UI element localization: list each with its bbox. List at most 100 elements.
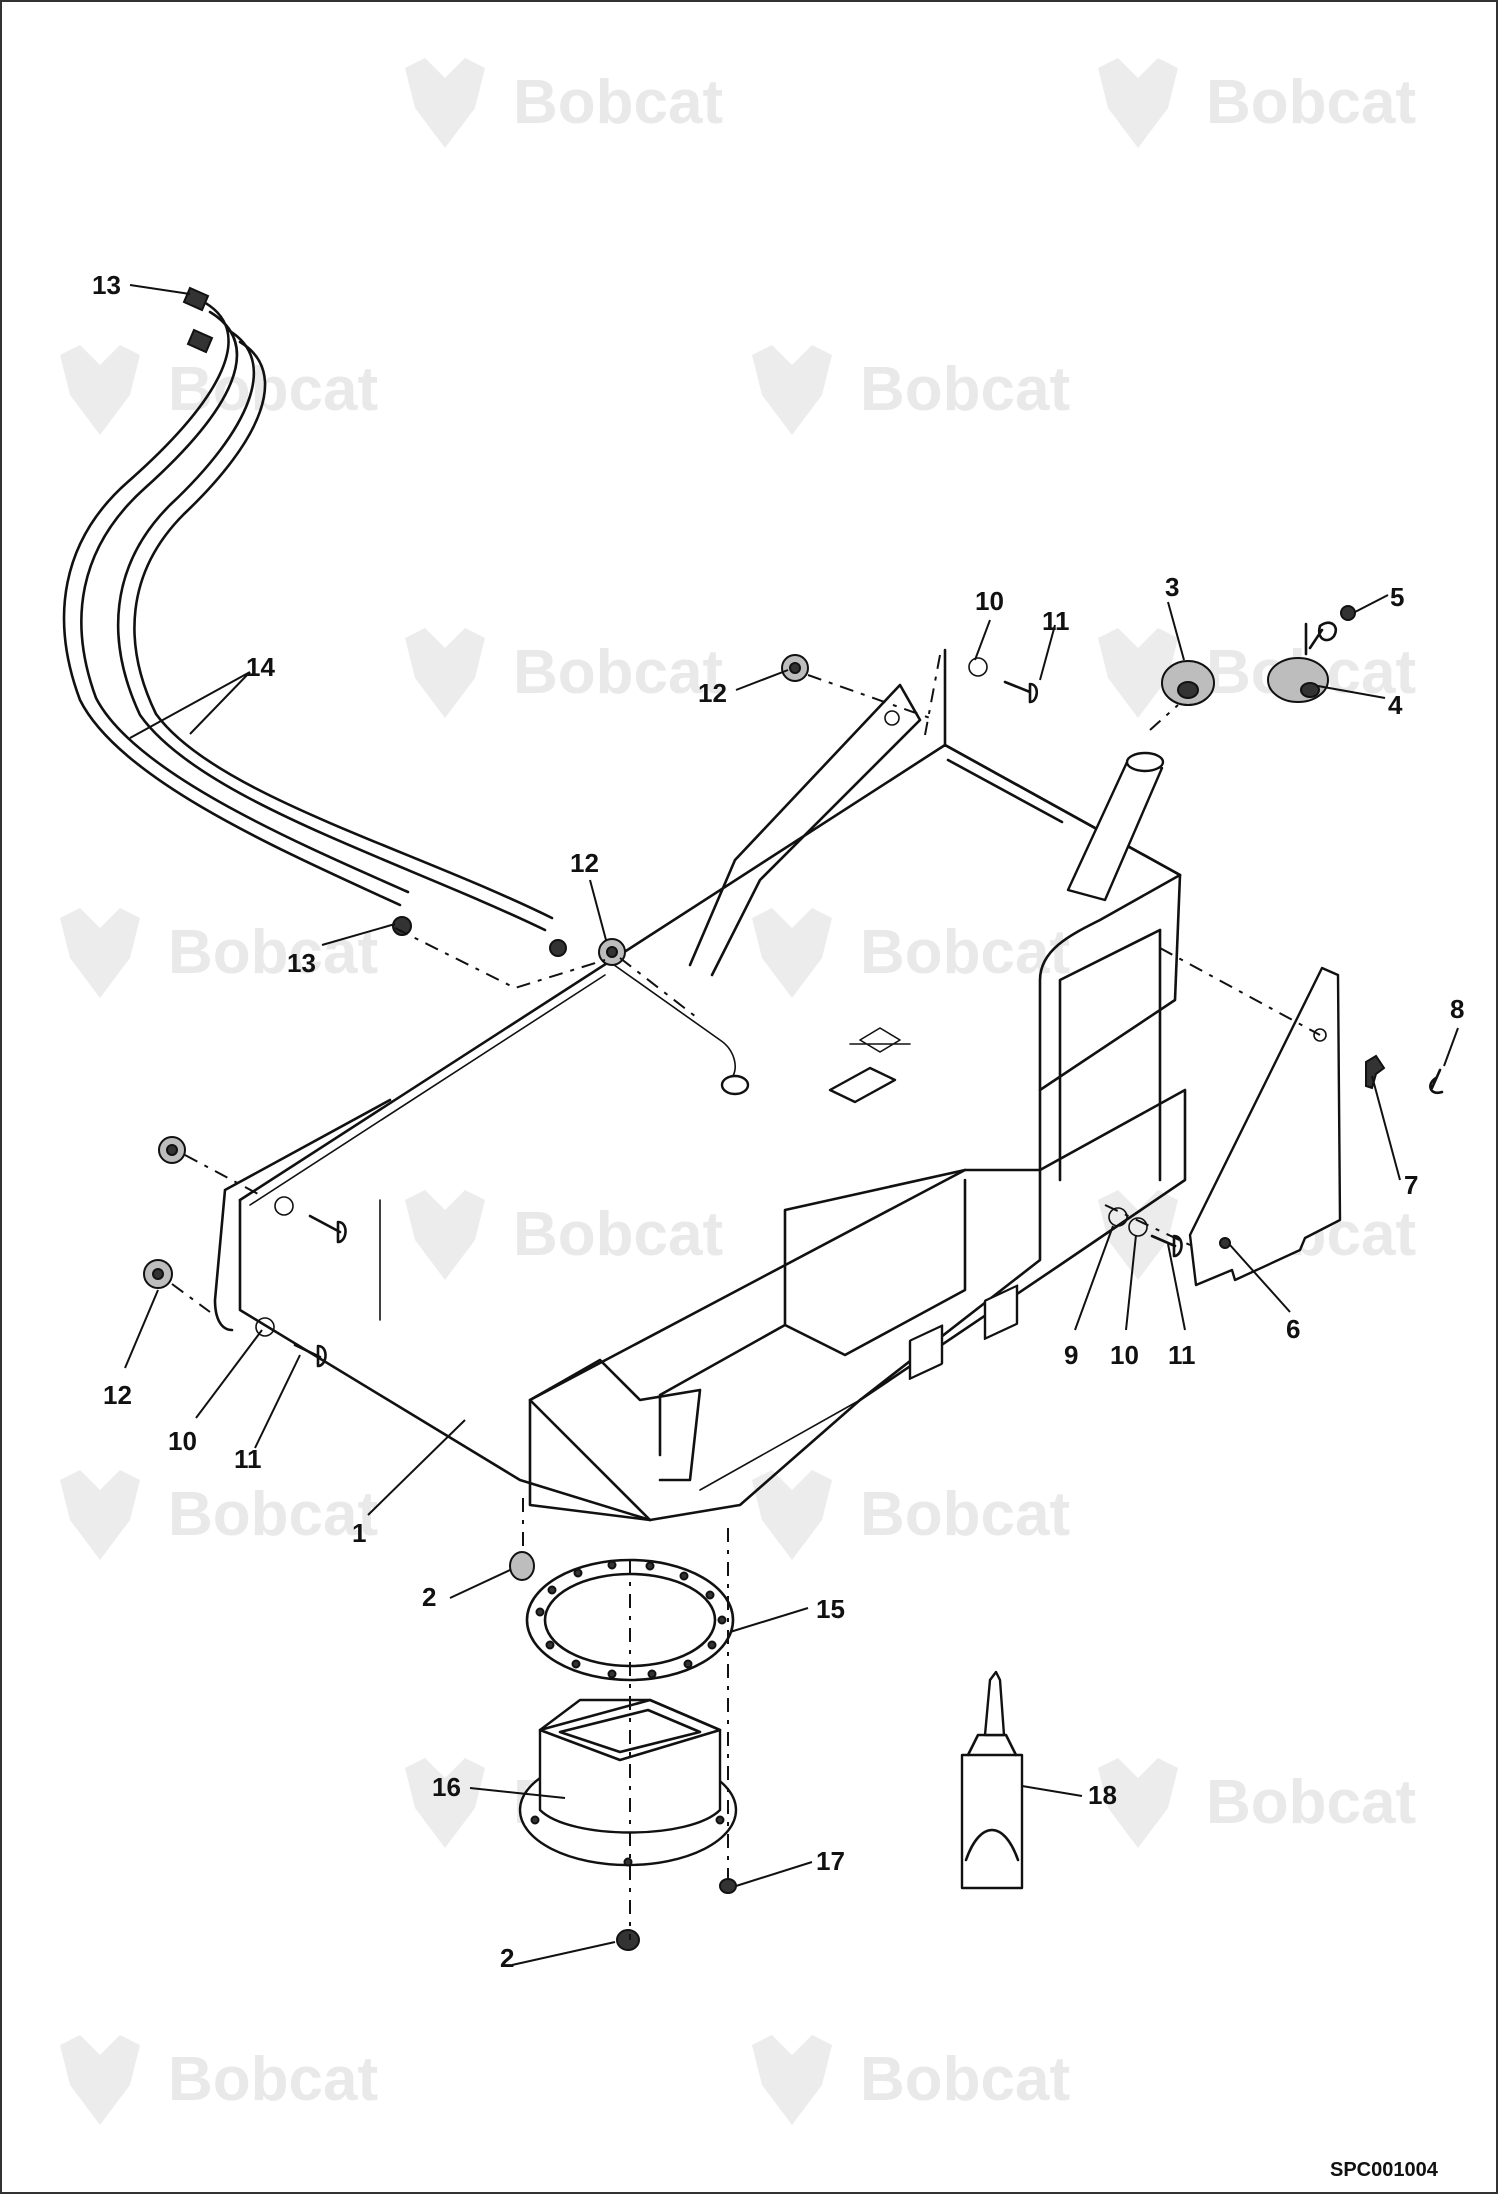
watermark: Bobcat	[60, 345, 378, 435]
watermark: Bobcat	[405, 1190, 723, 1280]
callout-12: 12	[570, 848, 599, 878]
callout-6: 6	[1286, 1314, 1300, 1344]
watermark-text: Bobcat	[168, 355, 378, 424]
sender-bolt	[530, 1815, 540, 1825]
bobcat-logo-icon	[1098, 1758, 1178, 1848]
bobcat-logo-icon	[752, 1470, 832, 1560]
watermark-text: Bobcat	[860, 1480, 1070, 1549]
callout-13: 13	[287, 948, 316, 978]
callout-3: 3	[1165, 572, 1179, 602]
watermark-text: Bobcat	[1206, 68, 1416, 137]
assembly-lines	[171, 654, 1321, 1940]
tank-bead-seam	[249, 974, 861, 1491]
filler-neck-opening	[1125, 751, 1165, 773]
bobcat-logo-icon	[60, 2035, 140, 2125]
tank-step-inner	[658, 1168, 967, 1457]
bobcat-logo-icon	[752, 2035, 832, 2125]
screw-icon	[719, 1878, 737, 1894]
tank-fuel-symbol-icon	[849, 1027, 911, 1053]
watermark-text: Bobcat	[168, 2045, 378, 2114]
drain-plugs	[509, 1551, 737, 1951]
callout-labels: 13 13 14 12 12 10 11 3 4 5 7 8 6 9 10 11…	[92, 270, 1464, 1973]
hose-clamp	[392, 916, 412, 936]
tank-inner-box	[1058, 928, 1162, 1182]
watermark-text: Bobcat	[860, 2045, 1070, 2114]
bobcat-logo-icon	[60, 908, 140, 998]
tank-window	[983, 1284, 1019, 1341]
watermark: Bobcat	[60, 1470, 378, 1560]
fuel-hose-outer	[62, 298, 402, 907]
filler-neck	[1066, 758, 1164, 902]
sealant-tube-label	[964, 1828, 1020, 1862]
watermark-text: Bobcat	[513, 1200, 723, 1269]
hose-end-fitting	[182, 286, 210, 312]
callout-18: 18	[1088, 1780, 1117, 1810]
watermark-text: Bobcat	[860, 355, 1070, 424]
fuel-hose-inner	[116, 328, 547, 932]
bobcat-logo-icon	[60, 1470, 140, 1560]
callout-12: 12	[103, 1380, 132, 1410]
nut-hole	[166, 1144, 178, 1156]
sender-bolt	[623, 1857, 633, 1867]
mounting-bracket-left	[213, 1098, 392, 1332]
bolt-icon	[308, 1214, 347, 1244]
callout-10: 10	[1110, 1340, 1139, 1370]
fuel-caps	[1161, 605, 1356, 706]
sealant-tube-shoulder	[966, 1733, 1018, 1757]
callout-9: 9	[1064, 1340, 1078, 1370]
bobcat-logo-icon	[405, 58, 485, 148]
cap-key-icon	[1304, 621, 1338, 656]
callout-11: 11	[1042, 606, 1070, 636]
bobcat-logo-icon	[1098, 1190, 1178, 1280]
callout-8: 8	[1450, 994, 1464, 1024]
spring-clip-icon	[1365, 1054, 1386, 1090]
callout-10: 10	[168, 1426, 197, 1456]
bolt-icon	[1003, 680, 1039, 704]
watermark-text: Bobcat	[513, 68, 723, 137]
mounting-bracket-top	[688, 683, 922, 977]
bobcat-logo-icon	[1098, 58, 1178, 148]
cap-key-ring	[1340, 605, 1356, 621]
bobcat-logo-icon	[405, 628, 485, 718]
washer-icon	[1108, 1207, 1128, 1227]
callout-7: 7	[1404, 1170, 1418, 1200]
sealant-tube-body	[960, 1753, 1024, 1890]
watermark: Bobcat	[752, 1470, 1070, 1560]
hardware	[143, 654, 1444, 1368]
fuel-hose-outer-2	[80, 310, 410, 894]
watermark-text: Bobcat	[168, 918, 378, 987]
fuel-cap-center	[1177, 681, 1199, 699]
cover-plate	[1188, 966, 1342, 1287]
sender-assembly	[518, 1558, 738, 1867]
washer-icon	[255, 1317, 275, 1337]
watermark: Bobcat	[1098, 628, 1416, 718]
retaining-pin-icon	[1429, 1068, 1444, 1095]
watermark-text: Bobcat	[513, 638, 723, 707]
locking-cap-center	[1300, 682, 1320, 698]
watermark: Bobcat	[405, 58, 723, 148]
watermark-text: Bobcat	[1206, 1768, 1416, 1837]
watermark: Bobcat	[60, 2035, 378, 2125]
sealant-tube	[960, 1670, 1024, 1890]
tank-left-side	[238, 1198, 652, 1522]
nut-hole	[789, 662, 801, 674]
cover-plate-panel	[1188, 966, 1342, 1287]
nut-hole	[152, 1268, 164, 1280]
locking-fuel-cap-icon	[1267, 657, 1329, 703]
tank-fuel-line	[599, 954, 736, 1081]
callout-leaders	[124, 284, 1459, 1966]
tank-top-outline	[238, 743, 1187, 1522]
sender-bolt	[715, 1815, 725, 1825]
cover-plate-hole	[1313, 1028, 1327, 1042]
tank-window	[908, 1324, 944, 1380]
callout-16: 16	[432, 1772, 461, 1802]
watermark: Bobcat	[1098, 58, 1416, 148]
tank-front-step	[528, 1168, 1042, 1522]
callout-2: 2	[422, 1582, 436, 1612]
tank-rear-end	[943, 743, 1182, 877]
fuel-hose-inner-2	[133, 340, 554, 920]
callout-4: 4	[1388, 690, 1403, 720]
callout-2: 2	[500, 1943, 514, 1973]
watermark: Bobcat	[60, 908, 378, 998]
